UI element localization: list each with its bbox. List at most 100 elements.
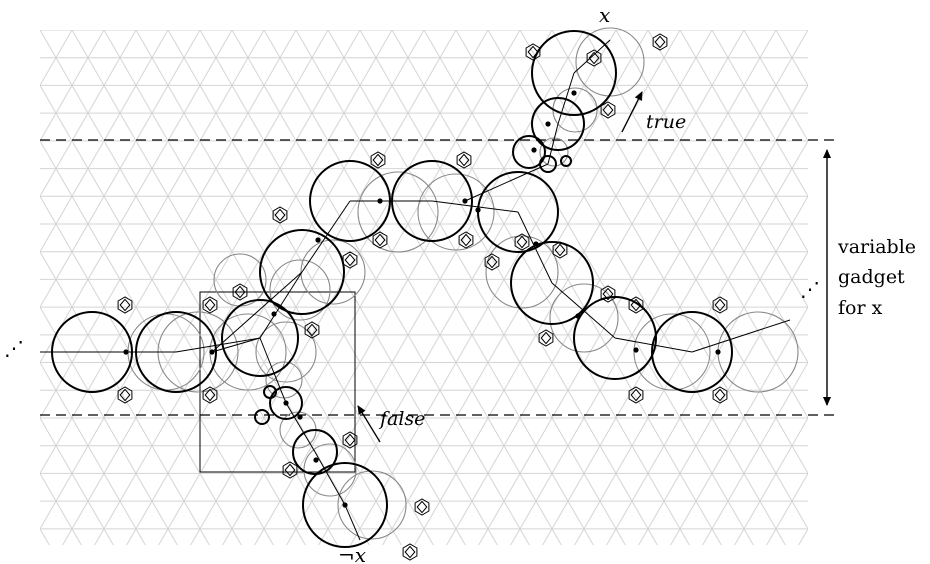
grid-line — [40, 30, 329, 530]
grid-line — [927, 30, 930, 545]
hexagon-inner — [416, 500, 428, 514]
hexagon — [458, 231, 474, 249]
bold-circle — [269, 386, 303, 420]
grid-line — [190, 30, 489, 545]
grid-line — [670, 306, 808, 545]
bold-circle — [531, 97, 585, 151]
hexagon-inner — [714, 388, 726, 402]
grid-line — [62, 30, 361, 545]
grid-line — [40, 527, 50, 545]
grid-line — [40, 30, 265, 419]
hexagon — [117, 296, 133, 314]
grid-line — [94, 30, 393, 545]
hexagon — [272, 206, 288, 224]
hexagon — [712, 386, 728, 404]
grid-line — [263, 30, 562, 545]
chain-link — [517, 211, 553, 284]
hexagon — [342, 251, 358, 269]
label-false: false — [378, 408, 425, 430]
ellipsis-right: ⋰ — [800, 277, 820, 301]
hexagon-inner — [527, 45, 539, 59]
grid-line — [519, 30, 808, 530]
hexagon-inner — [119, 298, 131, 312]
thin-circle — [357, 171, 439, 253]
grid-line — [583, 30, 808, 419]
center-dot — [571, 90, 577, 96]
center-dot — [123, 349, 129, 355]
chain-link — [551, 282, 616, 339]
label-true: true — [646, 111, 686, 133]
bold-circle — [512, 135, 546, 169]
grid-line — [167, 30, 466, 545]
center-dot — [462, 198, 468, 204]
hexagon-inner — [344, 253, 356, 267]
chain-link — [464, 163, 549, 202]
ellipsis-left: ⋰ — [4, 336, 24, 360]
grid-line — [638, 250, 808, 545]
hexagon-inner — [602, 103, 614, 117]
grid-line — [40, 30, 105, 142]
hexagon — [117, 386, 133, 404]
grid-line — [40, 30, 41, 32]
hexagon — [282, 461, 298, 479]
chain-link — [691, 319, 791, 353]
center-dot — [475, 207, 481, 213]
center-dot — [377, 198, 383, 204]
thin-circle — [255, 321, 317, 383]
bold-circle — [254, 409, 270, 425]
bold-circle — [263, 385, 277, 399]
center-dot — [533, 241, 539, 247]
hexagon — [370, 151, 386, 169]
hexagon-inner — [458, 153, 470, 167]
chain-link — [301, 200, 351, 273]
grid-line — [40, 416, 114, 545]
center-dot — [715, 349, 721, 355]
grid-line — [126, 30, 425, 545]
center-dot — [283, 400, 289, 406]
hexagon — [652, 33, 668, 51]
thin-circle — [269, 259, 331, 321]
hexagon-inner — [204, 298, 216, 312]
hexagon-inner — [516, 235, 528, 249]
grid-line — [743, 30, 808, 142]
hexagon-inner — [540, 331, 552, 345]
thin-circle — [633, 313, 711, 391]
circle-centers — [123, 90, 721, 508]
bold-circle — [531, 30, 617, 116]
grid-line — [40, 30, 338, 545]
detail-box — [199, 291, 356, 473]
grid-line — [904, 30, 930, 545]
hexagon-inner — [404, 545, 416, 559]
hexagon-inner — [486, 255, 498, 269]
grid-line — [295, 30, 594, 545]
hexagon-inner — [234, 285, 246, 299]
hexagon-inner — [204, 388, 216, 402]
hexagon-inner — [714, 298, 726, 312]
thin-circle — [209, 313, 287, 391]
center-dot — [545, 121, 551, 127]
center-dot — [575, 313, 581, 319]
center-dot — [313, 457, 319, 463]
hexagon — [202, 386, 218, 404]
hexagon — [628, 296, 644, 314]
center-dot — [271, 311, 277, 317]
false-arrow — [357, 405, 381, 443]
grid-line — [40, 84, 306, 545]
hexagon — [538, 329, 554, 347]
grid-line — [487, 30, 786, 545]
hexagon-inner — [588, 51, 600, 65]
hexagon — [514, 233, 530, 251]
grid-line — [40, 361, 146, 545]
grid-line — [615, 30, 808, 364]
grid-line — [40, 30, 169, 253]
chain-link — [211, 271, 303, 353]
label-not-x-bottom: ¬x — [338, 543, 366, 564]
grid-line — [647, 30, 808, 309]
bold-circle — [560, 155, 572, 167]
hexagon — [484, 253, 500, 271]
grid-line — [327, 30, 626, 545]
grid-line — [382, 30, 681, 545]
hexagon-inner — [119, 388, 131, 402]
label-gadget-line2: gadget — [838, 266, 905, 288]
